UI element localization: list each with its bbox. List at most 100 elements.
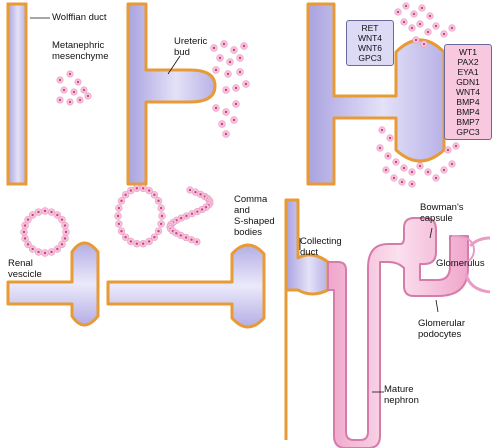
mesenchyme-cell [84, 92, 92, 100]
mesenchyme-cell [240, 42, 248, 50]
mesenchyme-cell [70, 88, 78, 96]
mesenchyme-cell [24, 215, 32, 224]
mesenchyme-cell [408, 180, 416, 188]
mesenchyme-cell [440, 166, 448, 174]
mesenchyme-cell [230, 46, 238, 54]
mesenchyme-cell [21, 221, 29, 230]
mesenchyme-cell [384, 152, 392, 160]
ureteric-bud-pointer [167, 55, 181, 75]
mesenchyme-cell [60, 86, 68, 94]
mesenchyme-cell [41, 249, 49, 257]
mesenchyme-cell [378, 126, 386, 134]
mesenchyme-cell [74, 78, 82, 86]
mature-nephron-tubule [327, 217, 469, 448]
label-comma-s-bodies: Comma and S-shaped bodies [234, 194, 275, 238]
mesenchyme-cell [394, 8, 402, 16]
gene-label: GDN1 [456, 77, 480, 87]
mesenchyme-cell [212, 104, 220, 112]
mesenchyme-cell [47, 208, 56, 216]
mesenchyme-cell [376, 144, 384, 152]
mesenchyme-cell [154, 197, 163, 205]
panel-renal-vesicle [6, 241, 100, 327]
gene-label: WNT4 [455, 87, 481, 97]
s-shaped-body [166, 186, 214, 246]
gene-label: WT1 [459, 47, 477, 57]
mesenchyme-cell [58, 240, 66, 249]
label-mature-nephron: Mature nephron [384, 384, 419, 406]
mesenchyme-cell [62, 228, 70, 236]
mesenchyme-cell [150, 233, 159, 241]
mesenchyme-cell [222, 86, 230, 94]
mesenchyme-cell [218, 120, 226, 128]
gene-label: PAX2 [457, 57, 479, 67]
mesenchyme-cell [236, 54, 244, 62]
gene-label: BMP4 [456, 107, 480, 117]
mesenchyme-cell [157, 220, 165, 228]
mesenchyme-cell [139, 240, 147, 248]
label-wolffian-duct: Wolffian duct [52, 12, 107, 23]
label-metanephric-mesenchyme: Metanephric mesenchyme [52, 40, 109, 62]
mesenchyme-cell [66, 70, 74, 78]
mesenchyme-cell [398, 178, 406, 186]
mesenchyme-cell [222, 130, 230, 138]
mesenchyme-cell [58, 215, 66, 224]
mesenchyme-cell [24, 240, 32, 249]
mesenchyme-cell [157, 204, 165, 212]
mesenchyme-cell [80, 86, 88, 94]
mesenchyme-cell [426, 12, 434, 20]
label-bowmans-capsule: Bowman's capsule [420, 202, 464, 224]
mesenchyme-cell [188, 210, 196, 218]
mesenchyme-cell [21, 234, 29, 243]
mesenchyme-cell [452, 142, 460, 150]
mesenchyme-cell [150, 191, 159, 199]
mesenchyme-cluster-1 [56, 70, 92, 106]
mesenchyme-cell [34, 248, 43, 256]
panel-comma-s-bodies [106, 184, 266, 329]
gene-label: WNT6 [357, 43, 383, 53]
mesenchyme-cell [216, 54, 224, 62]
mesenchyme-cell [232, 84, 240, 92]
mesenchyme-cell [448, 160, 456, 168]
mesenchyme-cell [418, 4, 426, 12]
mesenchyme-cell [222, 108, 230, 116]
glomerular-podocytes-pointer [435, 299, 439, 313]
mesenchyme-cell [28, 211, 37, 219]
mesenchyme-cell [121, 233, 130, 241]
branching-bud-duct [306, 2, 446, 186]
mesenchyme-cell [420, 40, 428, 48]
mesenchyme-cell [47, 248, 56, 256]
mesenchyme-cell [224, 70, 232, 78]
mesenchyme-cell [182, 233, 190, 242]
mesenchyme-cell [154, 227, 163, 235]
mesenchyme-cell [56, 76, 64, 84]
mesenchyme-cell [416, 162, 424, 170]
gene-label: BMP7 [456, 117, 480, 127]
mesenchyme-cell [145, 186, 153, 195]
mesenchyme-cluster-2 [210, 40, 250, 138]
mesenchyme-cell [53, 245, 62, 253]
mesenchyme-cell [158, 212, 166, 220]
mesenchyme-cell [76, 96, 84, 104]
mesenchyme-cell [410, 10, 418, 18]
mesenchyme-cell [242, 80, 250, 88]
mesenchyme-cell [424, 28, 432, 36]
mesenchyme-cluster-3 [376, 2, 460, 188]
mesenchyme-cell [412, 36, 420, 44]
mesenchyme-cell [408, 168, 416, 176]
mesenchyme-cell [432, 174, 440, 182]
mesenchyme-cell [440, 30, 448, 38]
glomerulus-outline [464, 236, 491, 294]
mesenchyme-cell [193, 238, 201, 246]
comma-duct [106, 243, 266, 329]
glomerulus-loop [451, 235, 476, 267]
gene-label: GPC3 [358, 53, 382, 63]
mesenchyme-cell [20, 228, 28, 236]
mesenchyme-cell [400, 164, 408, 172]
mesenchyme-cell [232, 100, 240, 108]
mesenchyme-cell [66, 98, 74, 106]
label-glomerulus: Glomerulus [436, 258, 485, 269]
mesenchyme-cell [210, 44, 218, 52]
mesenchyme-cell [28, 245, 37, 253]
